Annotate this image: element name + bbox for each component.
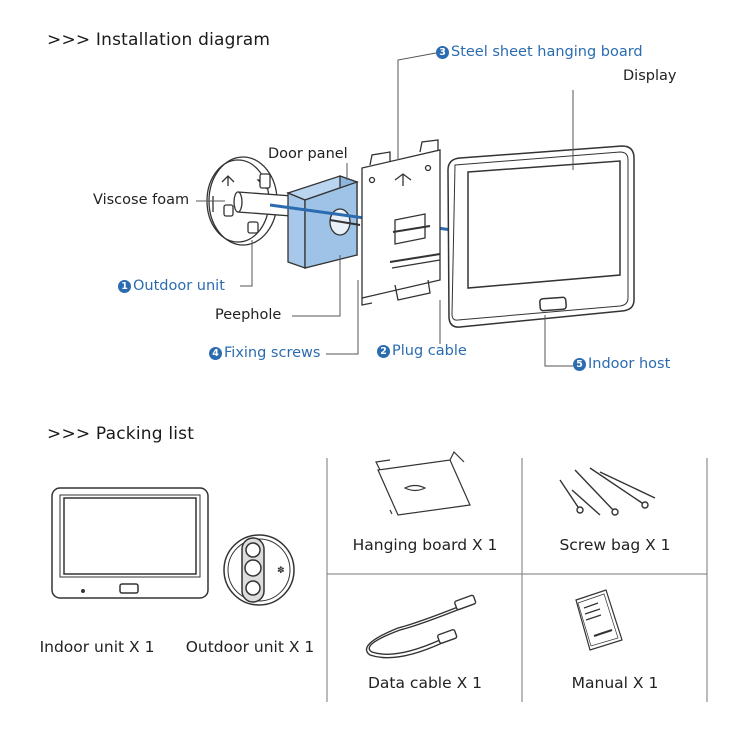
- indoor-host-illustration: [447, 145, 635, 328]
- label-door-panel: Door panel: [268, 146, 348, 162]
- screw-bag-icon: [559, 467, 656, 516]
- installation-heading: >>> Installation diagram: [47, 30, 271, 50]
- outdoor-unit-illustration: [206, 156, 297, 246]
- label-peephole: Peephole: [215, 307, 282, 323]
- number-badge: 3: [436, 46, 449, 59]
- label-text: Fixing screws: [224, 345, 321, 361]
- number-badge: 1: [118, 280, 131, 293]
- packing-item-outdoor-unit: Outdoor unit X 1: [185, 638, 315, 656]
- number-badge: 2: [377, 345, 390, 358]
- outdoor-unit-icon: ✽: [223, 534, 295, 606]
- label-text: Indoor host: [588, 356, 671, 372]
- manual-icon: [575, 589, 623, 651]
- label-viscose-foam: Viscose foam: [93, 192, 190, 208]
- number-badge: 4: [209, 347, 222, 360]
- label-text: Plug cable: [392, 343, 467, 359]
- label-text: Steel sheet hanging board: [451, 44, 643, 60]
- packing-item-data-cable: Data cable X 1: [368, 674, 482, 692]
- indoor-unit-icon: [51, 487, 209, 599]
- packing-item-manual: Manual X 1: [571, 674, 659, 692]
- leader-lines: [196, 52, 574, 367]
- steel-board-illustration: [361, 139, 441, 306]
- packing-item-hanging-board: Hanging board X 1: [352, 536, 498, 554]
- number-badge: 5: [573, 358, 586, 371]
- data-cable-icon: [365, 594, 477, 659]
- hanging-board-icon: [375, 450, 471, 516]
- label-display: Display: [623, 68, 677, 84]
- packing-item-screw-bag: Screw bag X 1: [559, 536, 671, 554]
- label-text: Outdoor unit: [133, 278, 225, 294]
- packing-grid: [326, 458, 708, 702]
- packing-heading: >>> Packing list: [47, 424, 195, 444]
- svg-text:✽: ✽: [277, 566, 285, 576]
- packing-item-indoor-unit: Indoor unit X 1: [39, 638, 155, 656]
